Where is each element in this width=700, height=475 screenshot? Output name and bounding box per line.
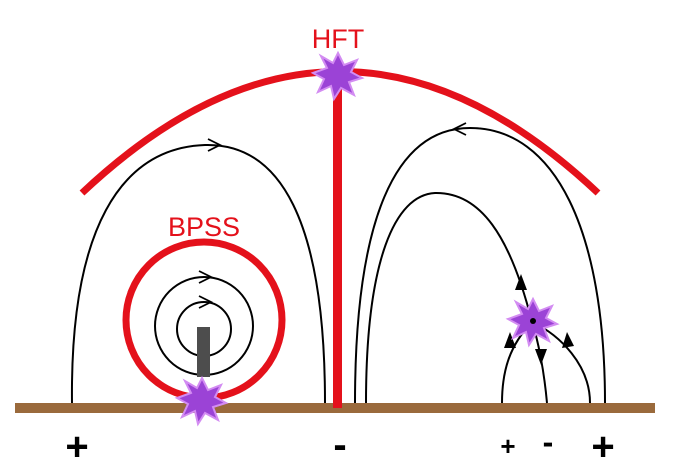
inner-loop-outer-arrow <box>198 270 214 284</box>
post <box>197 327 210 377</box>
burst-bottom-icon <box>174 375 229 427</box>
polarity-right: + <box>591 425 614 469</box>
bpss-label: BPSS <box>168 212 240 242</box>
field-line-left-arrow <box>207 138 223 152</box>
burst-right-icon <box>505 296 560 348</box>
polarity-small-plus: + <box>500 431 515 461</box>
hft-label: HFT <box>312 24 364 54</box>
polarity-small-minus: - <box>543 424 554 460</box>
burst-top-icon <box>310 50 365 102</box>
arrow-up-upper <box>515 274 527 290</box>
inner-loop-inner-arrow <box>198 295 214 309</box>
field-line-right-outer-arrow <box>451 122 467 136</box>
polarity-center: - <box>333 423 346 467</box>
field-lines-left <box>70 138 326 404</box>
hft-stem <box>333 75 342 408</box>
arrow-up-right <box>562 332 574 348</box>
field-line-left-outer <box>70 143 326 404</box>
polarity-left: + <box>65 425 88 469</box>
field-line-right-middle <box>365 191 533 404</box>
reconnection-arrows <box>504 274 574 365</box>
arrow-up-left <box>504 332 516 348</box>
field-line-right-outer <box>354 126 606 404</box>
arrow-down-center <box>535 349 547 365</box>
